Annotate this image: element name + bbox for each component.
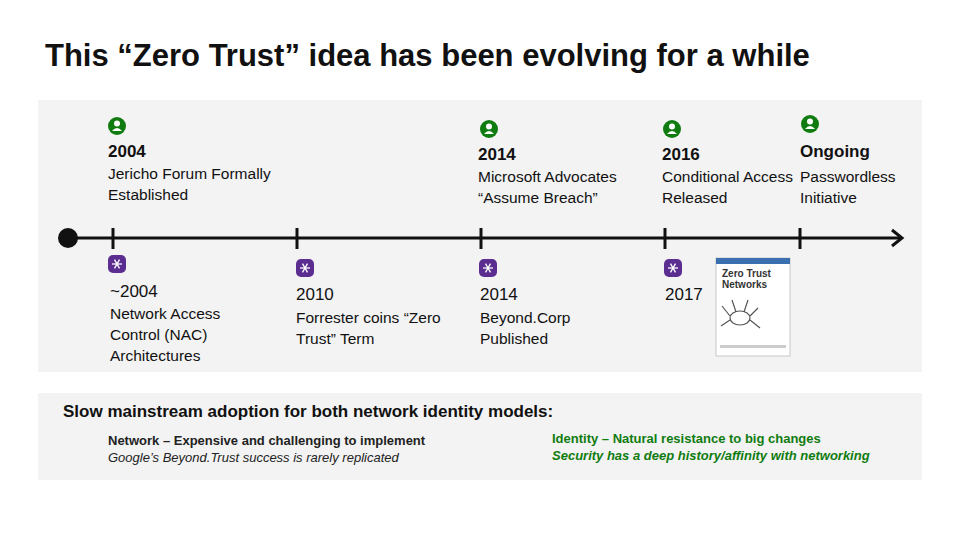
event-text: Passwordless Initiative	[800, 166, 910, 208]
book-title: Zero Trust Networks	[722, 268, 784, 290]
event-year: Ongoing	[800, 142, 910, 162]
identity-note: Security has a deep history/affinity wit…	[552, 448, 912, 464]
identity-point: Identity – Natural resistance to big cha…	[552, 431, 912, 447]
summary-band: Slow mainstream adoption for both networ…	[38, 393, 922, 480]
network-icons	[108, 255, 682, 277]
event-year: 2016	[662, 145, 812, 165]
event-text: Microsoft Advocates “Assume Breach”	[478, 166, 648, 208]
event-text: Conditional Access Released	[662, 166, 804, 208]
event-text: Forrester coins “Zero Trust” Term	[296, 307, 461, 349]
identity-icons	[108, 115, 819, 138]
summary-heading: Slow mainstream adoption for both networ…	[63, 401, 903, 423]
event-year: 2014	[478, 145, 628, 165]
event-year: 2017	[665, 285, 725, 305]
event-text: Network Access Control (NAC) Architectur…	[110, 303, 250, 366]
event-year: 2010	[296, 285, 446, 305]
event-text: Beyond.Corp Published	[480, 307, 600, 349]
network-point: Network – Expensive and challenging to i…	[108, 433, 508, 449]
event-year: 2014	[480, 285, 630, 305]
timeline-start-dot	[58, 228, 78, 248]
slide-title: This “Zero Trust” idea has been evolving…	[45, 36, 925, 76]
event-text: Jericho Forum Formally Established	[108, 163, 283, 205]
event-year: ~2004	[110, 282, 260, 302]
event-year: 2004	[108, 142, 258, 162]
timeline-axis	[68, 228, 902, 249]
book-cover	[716, 258, 790, 356]
network-note: Google’s Beyond.Trust success is rarely …	[108, 450, 508, 466]
